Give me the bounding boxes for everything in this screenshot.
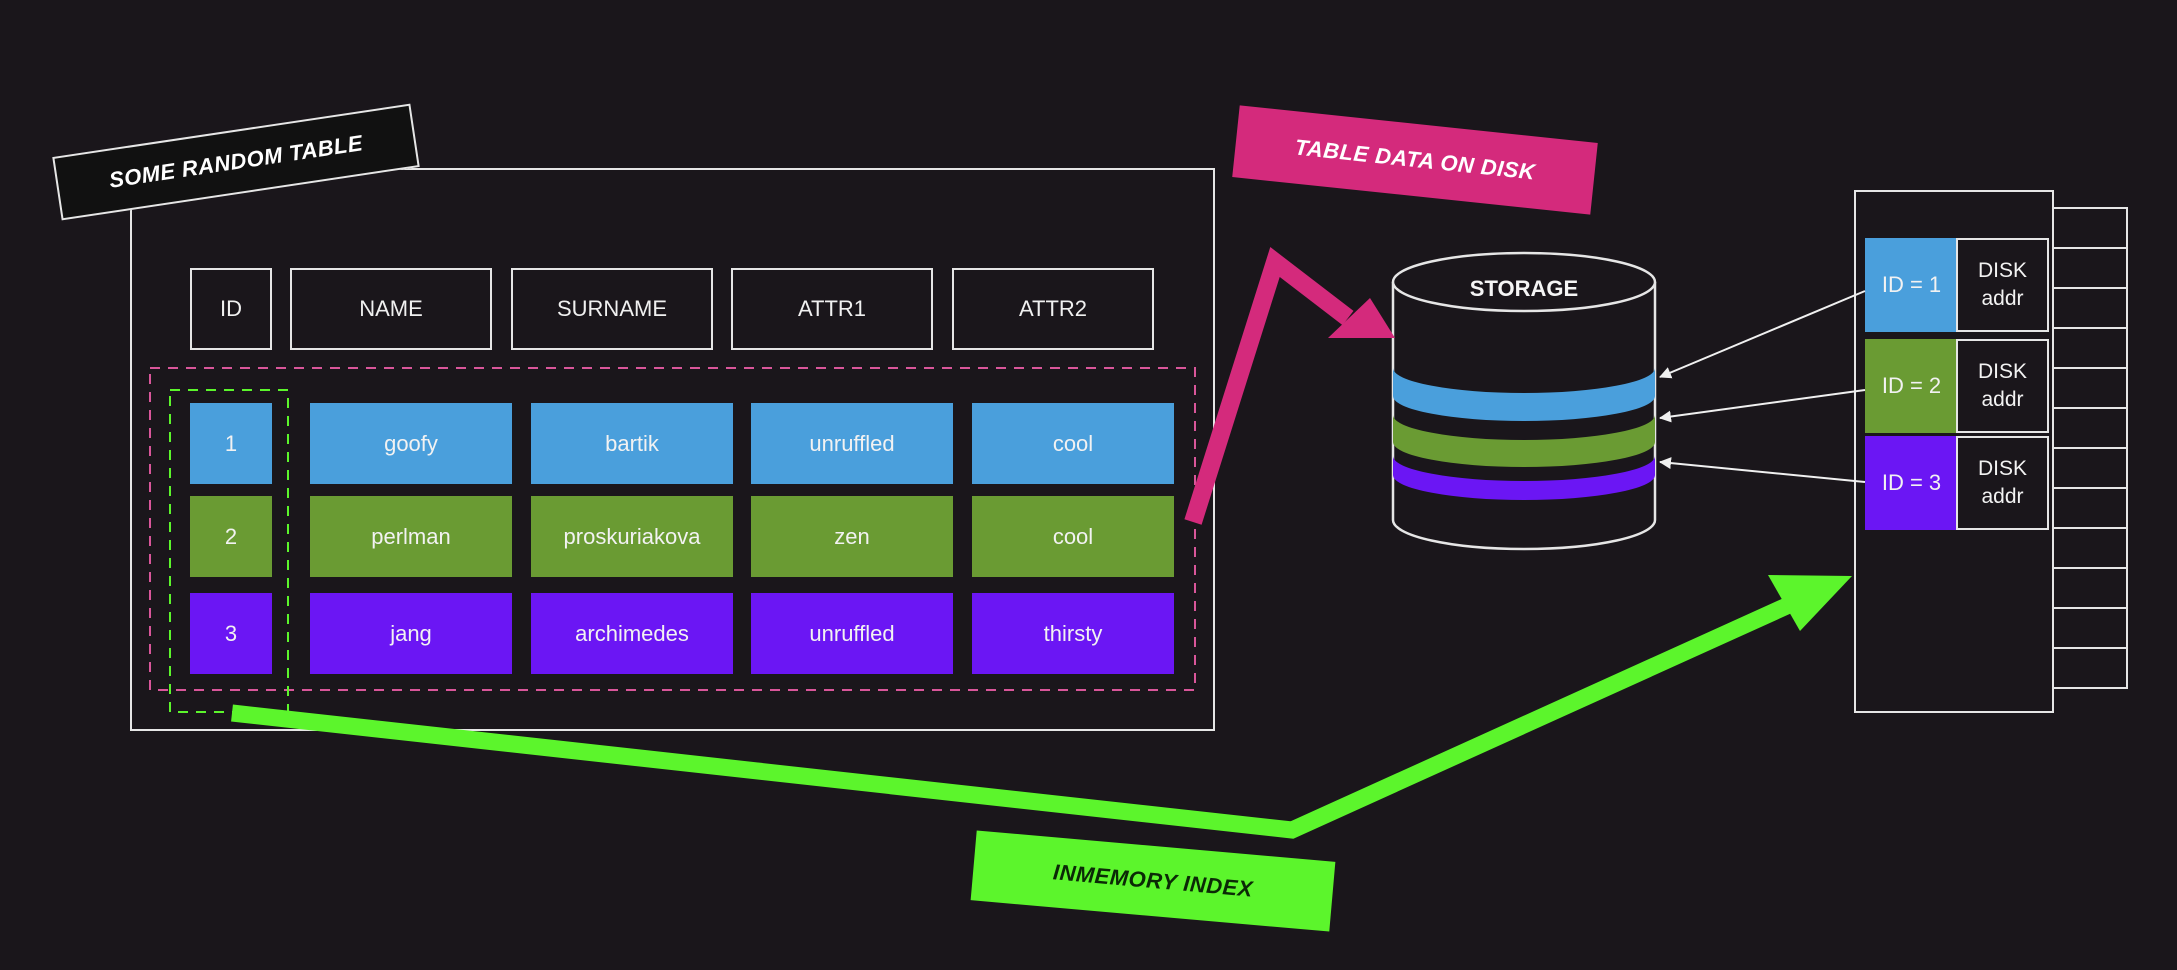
index-key-1: ID = 1 bbox=[1865, 238, 1958, 332]
row3-attr1-cell: unruffled bbox=[751, 593, 953, 674]
pointer-arrow-1 bbox=[1659, 290, 1866, 379]
pointer-arrow-2 bbox=[1659, 389, 1866, 423]
row3-surname-cell: archimedes bbox=[531, 593, 733, 674]
row2-attr2-cell: cool bbox=[972, 496, 1174, 577]
row1-attr1-cell: unruffled bbox=[751, 403, 953, 484]
row1-attr2-cell: cool bbox=[972, 403, 1174, 484]
row1-surname-cell: bartik bbox=[531, 403, 733, 484]
header-attr2: ATTR2 bbox=[952, 268, 1154, 350]
index-key-3: ID = 3 bbox=[1865, 436, 1958, 530]
header-attr1: ATTR1 bbox=[731, 268, 933, 350]
row2-attr1-cell: zen bbox=[751, 496, 953, 577]
table-to-disk-arrow bbox=[1184, 247, 1395, 525]
storage-cylinder bbox=[1391, 251, 1657, 551]
header-name: NAME bbox=[290, 268, 492, 350]
storage-band-1 bbox=[1393, 368, 1655, 421]
index-slot bbox=[2052, 647, 2128, 689]
storage-band-3 bbox=[1393, 456, 1655, 500]
row2-surname-cell: proskuriakova bbox=[531, 496, 733, 577]
index-frame bbox=[1854, 190, 2054, 713]
header-surname: SURNAME bbox=[511, 268, 713, 350]
row3-id-cell: 3 bbox=[190, 593, 272, 674]
id-column-selection-box bbox=[169, 389, 289, 713]
row2-name-cell: perlman bbox=[310, 496, 512, 577]
index-key-2: ID = 2 bbox=[1865, 339, 1958, 433]
row2-id-cell: 2 bbox=[190, 496, 272, 577]
row1-id-cell: 1 bbox=[190, 403, 272, 484]
row3-name-cell: jang bbox=[310, 593, 512, 674]
row1-name-cell: goofy bbox=[310, 403, 512, 484]
row3-attr2-cell: thirsty bbox=[972, 593, 1174, 674]
pointer-arrow-3 bbox=[1659, 457, 1866, 483]
storage-band-2 bbox=[1393, 415, 1655, 467]
rows-selection-box bbox=[149, 367, 1196, 691]
id-to-index-arrow bbox=[231, 575, 1852, 839]
header-id: ID bbox=[190, 268, 272, 350]
storage-label: STORAGE bbox=[1469, 276, 1579, 301]
